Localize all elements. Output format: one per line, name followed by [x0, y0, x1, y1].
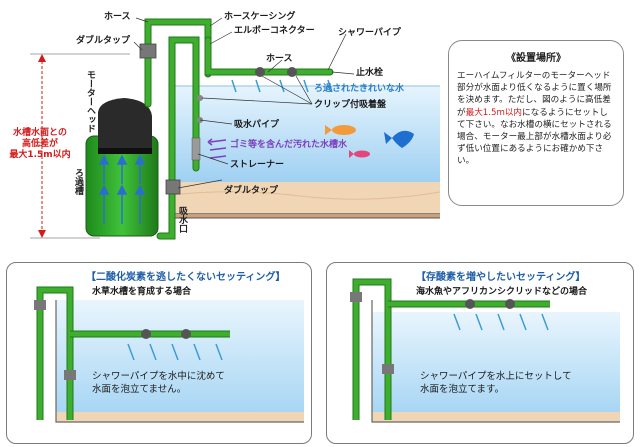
pipes-top: [139, 18, 334, 240]
panel-right-title: 【存酸素を増やしたいセッティング】: [416, 272, 586, 283]
height-note-line1: 水槽水面との: [13, 128, 67, 138]
installation-note: 《設置場所》 エーハイムフィルターのモーターヘッド部分が水面より低くなるように置…: [448, 40, 624, 206]
note-p1: エーハイムフィルターのモーターヘッド部分が水面より低くなるように置く場所を決めま…: [457, 71, 612, 118]
panel-left-body-1: シャワーパイプを水中に沈めて: [92, 371, 225, 382]
label-hose: ホース: [104, 12, 131, 22]
aquarium-water: [172, 86, 440, 182]
panel-left-body: シャワーパイプを水中に沈めて 水面を泡立てません。: [92, 370, 225, 396]
panel-left-subtitle: 水草水槽を育成する場合: [92, 287, 192, 297]
fish-blue: [384, 130, 414, 148]
height-arrow: [30, 53, 130, 239]
label-intake-pipe: 吸水パイプ: [234, 120, 280, 130]
filtered-water-arrows: [231, 79, 333, 93]
panel-right-body-1: シャワーパイプを水上にセットして: [420, 371, 572, 382]
filter-canister: [85, 98, 159, 237]
panel-right-body: シャワーパイプを水上にセットして 水面を泡立てます。: [420, 370, 572, 396]
leader-lines: [133, 17, 355, 189]
label-elbow-connector: エルボーコネクター: [234, 26, 315, 36]
label-hose-2: ホース: [266, 54, 293, 64]
panel-right-body-2: 水面を泡立てます。: [420, 384, 505, 395]
note-text: エーハイムフィルターのモーターヘッド部分が水面より低くなるように置く場所を決めま…: [457, 70, 615, 168]
aquarium: [171, 70, 441, 219]
height-note: 水槽水面との 高低差が 最大1.5m以内: [4, 128, 76, 161]
fish-pink: [349, 150, 370, 158]
panel-left-body-2: 水面を泡立てません。: [92, 384, 187, 395]
label-motor-head: モーターヘッド: [85, 70, 95, 133]
label-double-tap-top: ダブルタップ: [76, 36, 131, 46]
label-hose-casing: ホースケーシング: [224, 12, 296, 22]
height-note-line2: 高低差が: [21, 139, 58, 149]
aquarium-sand: [172, 182, 440, 214]
dirty-water-arrows: [207, 138, 227, 159]
label-strainer: ストレーナー: [230, 160, 285, 170]
panel-right-subtitle: 海水魚やアフリカンシクリッドなどの場合: [416, 287, 588, 297]
label-filter-tank: ろ過槽: [73, 168, 83, 195]
note-p2: になるようにセットして下さい。なお水槽の横にセットされる場合、モーター最上部が水…: [457, 107, 612, 167]
label-dirty-water: ゴミ等を含んだ汚れた水槽水: [230, 140, 348, 150]
panel-left-title: 【二酸化炭素を逃したくないセッティング】: [86, 272, 286, 283]
fish-orange: [325, 125, 356, 135]
height-note-line3: 最大1.5m以内: [9, 150, 71, 160]
label-stop-faucet: 止水栓: [356, 68, 384, 78]
label-shower-pipe: シャワーパイプ: [338, 28, 401, 38]
label-intake-port: 吸水口: [177, 206, 187, 233]
note-p1-red: 最大1.5m以内: [465, 107, 523, 118]
label-filtered-water: ろ過されたきれいな水: [314, 84, 405, 94]
label-double-tap-bottom: ダブルタップ: [224, 186, 279, 196]
note-title: 《設置場所》: [506, 53, 566, 64]
label-clip-suction: クリップ付吸着盤: [314, 100, 387, 110]
